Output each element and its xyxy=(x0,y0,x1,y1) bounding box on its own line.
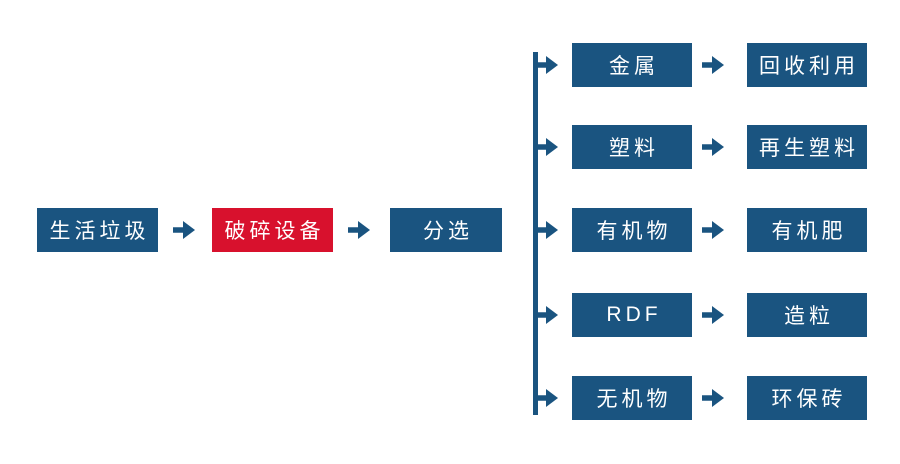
node-household-waste: 生活垃圾 xyxy=(37,208,158,252)
arrow-right-icon xyxy=(535,303,561,327)
branch-row-inorganic: 无机物 环保砖 xyxy=(0,376,900,420)
node-sorting: 分选 xyxy=(390,208,502,252)
arrow-right-icon xyxy=(701,218,727,242)
arrow-right-icon xyxy=(701,135,727,159)
branch-row-plastic: 塑料 再生塑料 xyxy=(0,125,900,169)
branch-row-metal: 金属 回收利用 xyxy=(0,43,900,87)
branch-connector-line xyxy=(533,52,538,415)
node-crushing-equipment: 破碎设备 xyxy=(212,208,333,252)
arrow-right-icon xyxy=(535,135,561,159)
node-recycling-use: 回收利用 xyxy=(747,43,867,87)
node-organic-fertilizer: 有机肥 xyxy=(747,208,867,252)
node-recycled-plastic: 再生塑料 xyxy=(747,125,867,169)
arrow-right-icon xyxy=(535,386,561,410)
node-granulation: 造粒 xyxy=(747,293,867,337)
arrow-right-icon xyxy=(701,303,727,327)
node-organic-matter: 有机物 xyxy=(572,208,692,252)
node-eco-brick: 环保砖 xyxy=(747,376,867,420)
arrow-right-icon xyxy=(535,218,561,242)
branch-row-rdf: RDF 造粒 xyxy=(0,293,900,337)
arrow-right-icon xyxy=(535,53,561,77)
arrow-right-icon xyxy=(701,386,727,410)
node-plastic: 塑料 xyxy=(572,125,692,169)
node-rdf: RDF xyxy=(572,293,692,337)
node-metal: 金属 xyxy=(572,43,692,87)
node-inorganic-matter: 无机物 xyxy=(572,376,692,420)
arrow-right-icon xyxy=(701,53,727,77)
branch-row-organic: 有机物 有机肥 xyxy=(0,208,900,252)
